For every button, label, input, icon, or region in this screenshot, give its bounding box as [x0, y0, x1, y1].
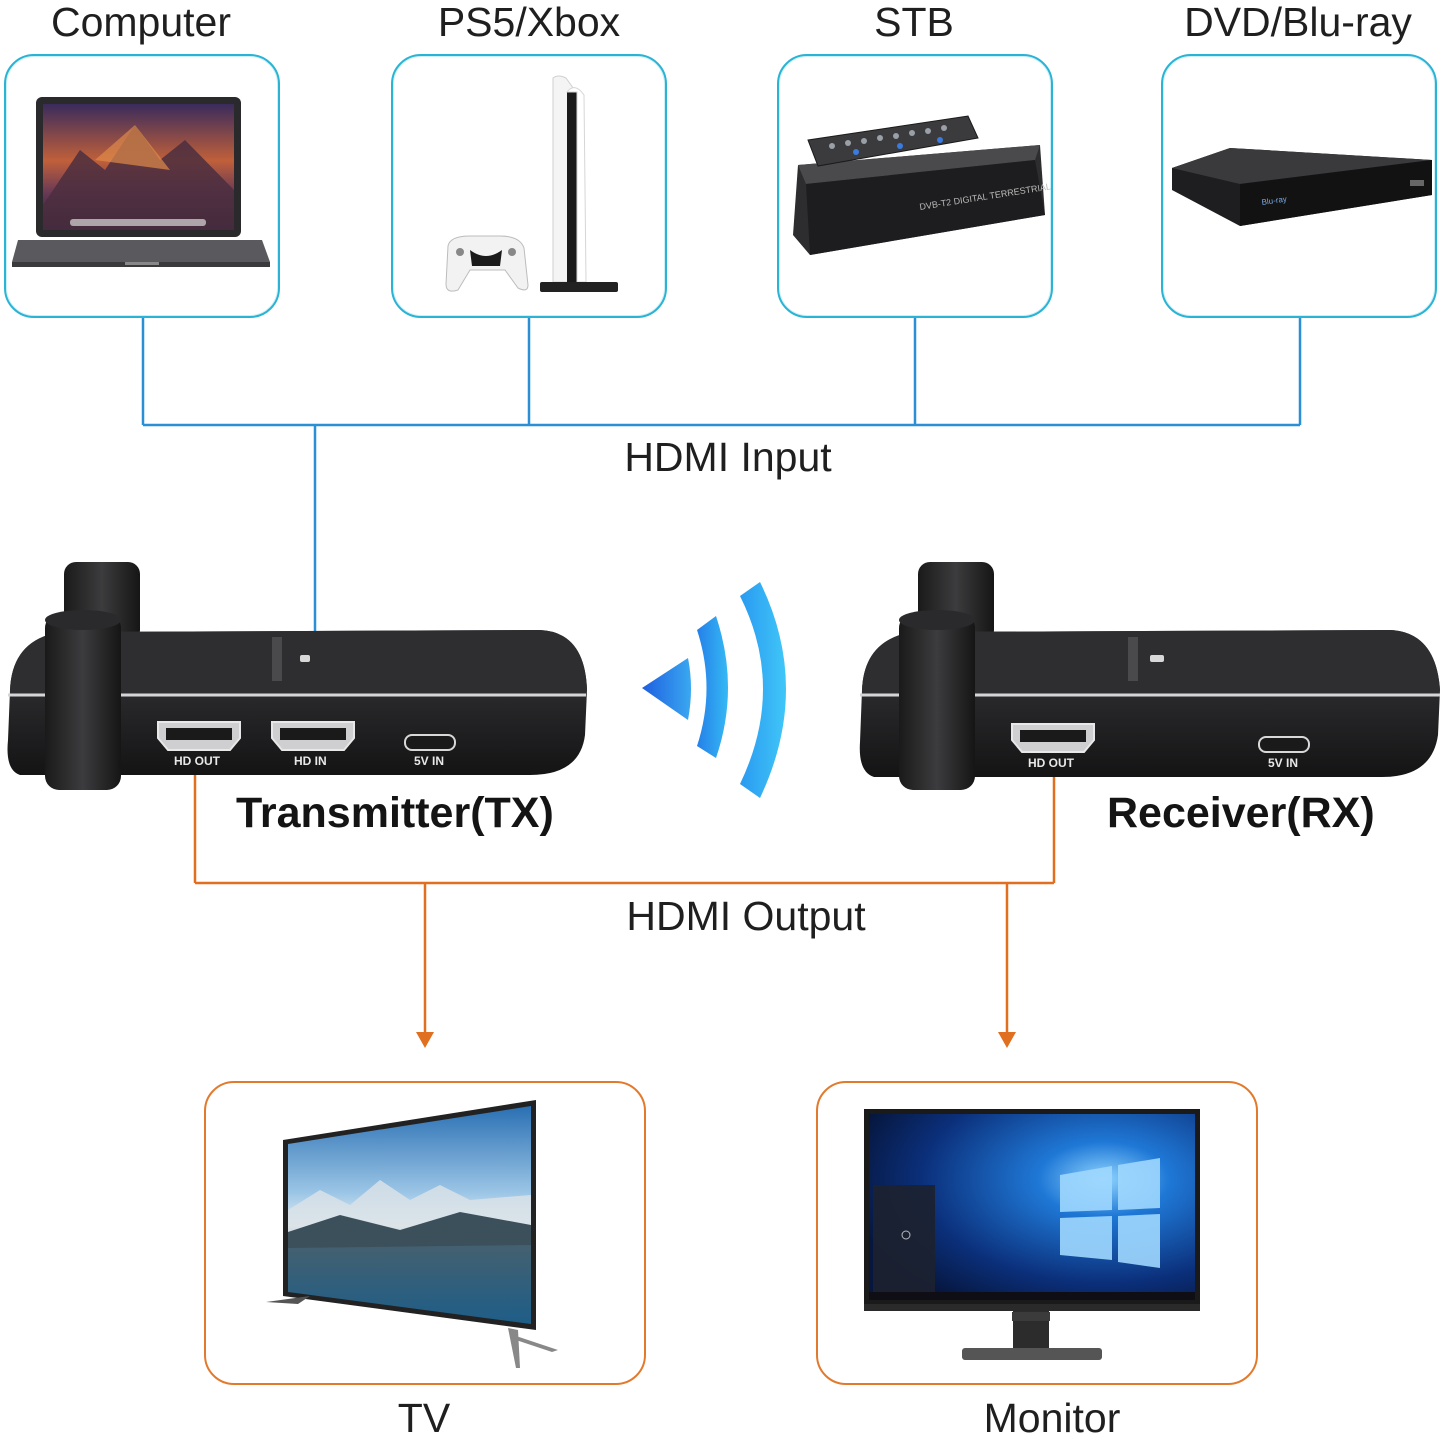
monitor-icon	[864, 1109, 1200, 1360]
output-label-monitor: Monitor	[983, 1395, 1121, 1441]
tx-port-label-hd-out: HD OUT	[174, 754, 220, 768]
laptop-icon	[12, 97, 270, 267]
rx-port-label-hd-out: HD OUT	[1028, 756, 1074, 770]
hdmi-input-label: HDMI Input	[624, 434, 832, 480]
output-arrow-head-tv	[416, 1032, 434, 1048]
set-top-box-icon: DVB-T2 DIGITAL TERRESTRIAL	[793, 115, 1052, 255]
hdmi-output-label: HDMI Output	[626, 893, 866, 939]
source-label-bluray: DVD/Blu-ray	[1184, 0, 1412, 45]
hdmi-output-lines	[193, 775, 1056, 1040]
receiver-label: Receiver(RX)	[1107, 789, 1375, 837]
output-arrow-head-monitor	[998, 1032, 1016, 1048]
source-box-console	[391, 54, 667, 318]
source-label-console: PS5/Xbox	[437, 0, 621, 45]
bluray-player-icon: Blu-ray	[1172, 148, 1432, 226]
rx-port-label-5v-in: 5V IN	[1268, 756, 1299, 770]
receiver-device	[859, 562, 1440, 790]
svg-text:Blu-ray: Blu-ray	[1261, 195, 1287, 207]
wireless-signal-icon	[642, 582, 786, 798]
output-label-tv: TV	[397, 1395, 451, 1441]
tx-port-label-hd-in: HD IN	[294, 754, 327, 768]
transmitter-device	[7, 562, 587, 790]
transmitter-label: Transmitter(TX)	[236, 789, 554, 837]
tv-icon	[266, 1100, 558, 1368]
source-label-stb: STB	[874, 0, 954, 45]
source-label-computer: Computer	[50, 0, 232, 45]
tx-port-label-5v-in: 5V IN	[414, 754, 445, 768]
game-console-icon	[445, 75, 618, 292]
